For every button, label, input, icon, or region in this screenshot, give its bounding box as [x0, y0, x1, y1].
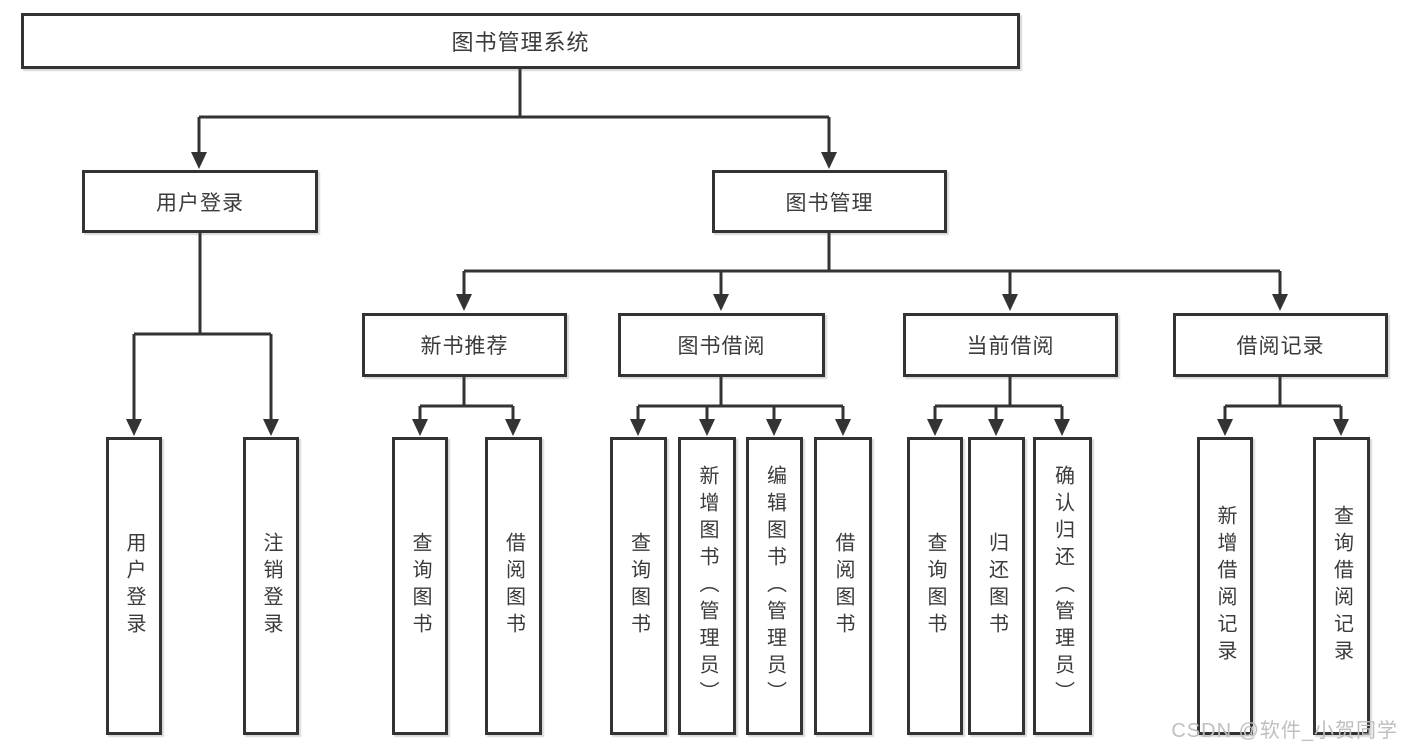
leaf-box-borrow-books-2: 借阅图书: [814, 437, 872, 735]
arrowheads: [126, 152, 1349, 436]
root-box-system: 图书管理系统: [21, 13, 1020, 69]
section-label: 当前借阅: [966, 335, 1055, 358]
section-box-borrowing-records: 借阅记录: [1173, 313, 1388, 377]
leaf-label: 查询图书: [627, 532, 650, 640]
branch-label: 图书管理: [785, 191, 874, 215]
leaf-label: 确认归还（管理员）: [1051, 464, 1074, 708]
leaf-label: 注销登录: [260, 532, 282, 640]
csdn-watermark: CSDN @软件_小贺同学: [1171, 720, 1398, 742]
leaf-label: 新增图书（管理员）: [696, 464, 718, 708]
leaf-box-query-books-3: 查询图书: [907, 437, 963, 735]
section-box-current-borrowing: 当前借阅: [903, 313, 1118, 377]
section-label: 图书借阅: [677, 335, 766, 358]
leaf-label: 借阅图书: [502, 532, 525, 640]
leaf-label: 新增借阅记录: [1214, 505, 1236, 667]
leaf-box-return-book: 归还图书: [968, 437, 1025, 735]
root-label: 图书管理系统: [451, 30, 590, 55]
leaf-box-add-book-admin: 新增图书（管理员）: [678, 437, 736, 735]
section-box-new-book-recommend: 新书推荐: [362, 313, 567, 377]
leaf-box-logout: 注销登录: [243, 437, 299, 735]
section-label: 借阅记录: [1236, 335, 1325, 358]
leaf-box-borrow-books-1: 借阅图书: [485, 437, 542, 735]
leaf-label: 借阅图书: [832, 532, 854, 640]
leaf-box-query-books-2: 查询图书: [610, 437, 667, 735]
leaf-label: 归还图书: [985, 532, 1008, 640]
leaf-box-user-login: 用户登录: [106, 437, 162, 735]
branch-label: 用户登录: [156, 191, 244, 215]
leaf-label: 用户登录: [123, 532, 145, 640]
leaf-box-confirm-return-admin: 确认归还（管理员）: [1033, 437, 1092, 735]
leaf-label: 编辑图书（管理员）: [763, 464, 786, 708]
leaf-box-add-borrow-record: 新增借阅记录: [1197, 437, 1253, 735]
leaf-box-query-books-1: 查询图书: [392, 437, 448, 735]
leaf-label: 查询借阅记录: [1330, 505, 1353, 667]
leaf-label: 查询图书: [409, 532, 431, 640]
leaf-label: 查询图书: [924, 532, 946, 640]
leaf-box-query-borrow-record: 查询借阅记录: [1313, 437, 1370, 735]
section-box-book-borrowing: 图书借阅: [618, 313, 825, 377]
leaf-box-edit-book-admin: 编辑图书（管理员）: [746, 437, 803, 735]
branch-box-user-login: 用户登录: [82, 170, 318, 233]
branch-box-book-management: 图书管理: [712, 170, 947, 233]
section-label: 新书推荐: [420, 335, 509, 358]
